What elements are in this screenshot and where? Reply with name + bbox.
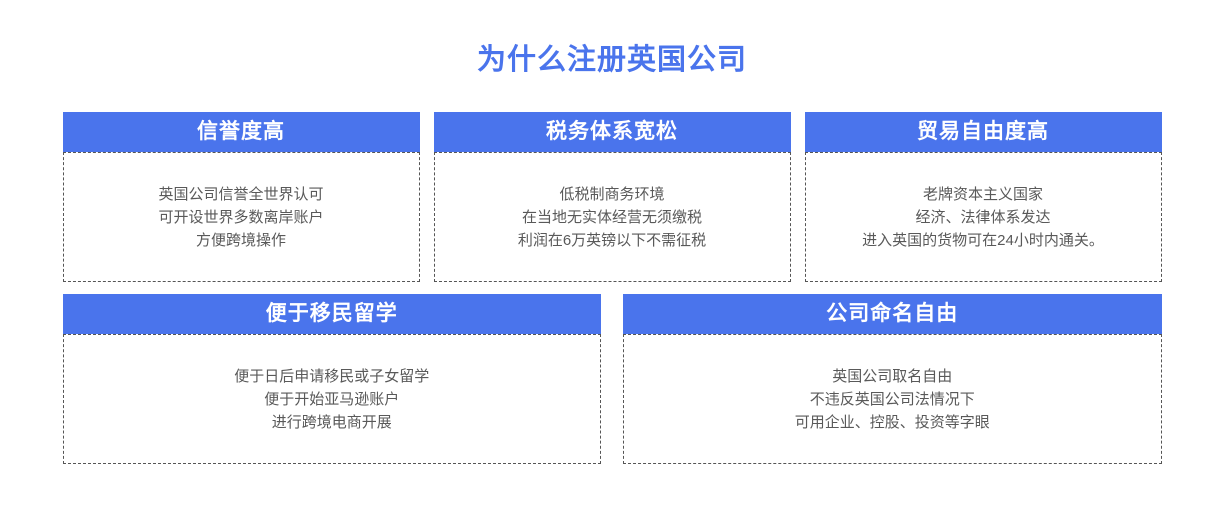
card-text-line: 在当地无实体经营无须缴税 bbox=[521, 208, 702, 226]
card-text-line: 利润在6万英镑以下不需征税 bbox=[517, 231, 707, 249]
card-text-line: 英国公司取名自由 bbox=[832, 367, 953, 385]
card-text-line: 进入英国的货物可在24小时内通关。 bbox=[862, 231, 1104, 249]
card-text-line: 老牌资本主义国家 bbox=[922, 185, 1043, 203]
cards-row-1: 信誉度高 英国公司信誉全世界认可 可开设世界多数离岸账户 方便跨境操作 税务体系… bbox=[62, 112, 1162, 282]
benefit-cards-section: 信誉度高 英国公司信誉全世界认可 可开设世界多数离岸账户 方便跨境操作 税务体系… bbox=[62, 112, 1162, 464]
card-text-line: 可开设世界多数离岸账户 bbox=[158, 208, 324, 226]
card-naming-freedom: 公司命名自由 英国公司取名自由 不违反英国公司法情况下 可用企业、控股、投资等字… bbox=[623, 294, 1162, 464]
card-text-line: 不违反英国公司法情况下 bbox=[809, 390, 975, 408]
card-immigration-study-body: 便于日后申请移民或子女留学 便于开始亚马逊账户 进行跨境电商开展 bbox=[62, 334, 601, 464]
card-reputation: 信誉度高 英国公司信誉全世界认可 可开设世界多数离岸账户 方便跨境操作 bbox=[62, 112, 420, 282]
card-trade-freedom-title: 贸易自由度高 bbox=[804, 112, 1162, 152]
cards-row-2: 便于移民留学 便于日后申请移民或子女留学 便于开始亚马逊账户 进行跨境电商开展 … bbox=[62, 294, 1162, 464]
card-tax-system-body: 低税制商务环境 在当地无实体经营无须缴税 利润在6万英镑以下不需征税 bbox=[433, 152, 791, 282]
card-text-line: 英国公司信誉全世界认可 bbox=[158, 185, 324, 203]
card-trade-freedom-body: 老牌资本主义国家 经济、法律体系发达 进入英国的货物可在24小时内通关。 bbox=[804, 152, 1162, 282]
card-text-line: 低税制商务环境 bbox=[559, 185, 665, 203]
card-text-line: 便于开始亚马逊账户 bbox=[264, 390, 400, 408]
card-reputation-title: 信誉度高 bbox=[62, 112, 420, 152]
card-immigration-study: 便于移民留学 便于日后申请移民或子女留学 便于开始亚马逊账户 进行跨境电商开展 bbox=[62, 294, 601, 464]
card-text-line: 进行跨境电商开展 bbox=[271, 413, 392, 431]
card-text-line: 便于日后申请移民或子女留学 bbox=[234, 367, 430, 385]
page-title: 为什么注册英国公司 bbox=[476, 44, 747, 76]
card-text-line: 方便跨境操作 bbox=[195, 231, 286, 249]
card-reputation-body: 英国公司信誉全世界认可 可开设世界多数离岸账户 方便跨境操作 bbox=[62, 152, 420, 282]
card-naming-freedom-title: 公司命名自由 bbox=[623, 294, 1162, 334]
card-text-line: 经济、法律体系发达 bbox=[915, 208, 1051, 226]
card-text-line: 可用企业、控股、投资等字眼 bbox=[794, 413, 990, 431]
card-immigration-study-title: 便于移民留学 bbox=[62, 294, 601, 334]
card-naming-freedom-body: 英国公司取名自由 不违反英国公司法情况下 可用企业、控股、投资等字眼 bbox=[623, 334, 1162, 464]
card-trade-freedom: 贸易自由度高 老牌资本主义国家 经济、法律体系发达 进入英国的货物可在24小时内… bbox=[804, 112, 1162, 282]
card-tax-system: 税务体系宽松 低税制商务环境 在当地无实体经营无须缴税 利润在6万英镑以下不需征… bbox=[433, 112, 791, 282]
card-tax-system-title: 税务体系宽松 bbox=[433, 112, 791, 152]
